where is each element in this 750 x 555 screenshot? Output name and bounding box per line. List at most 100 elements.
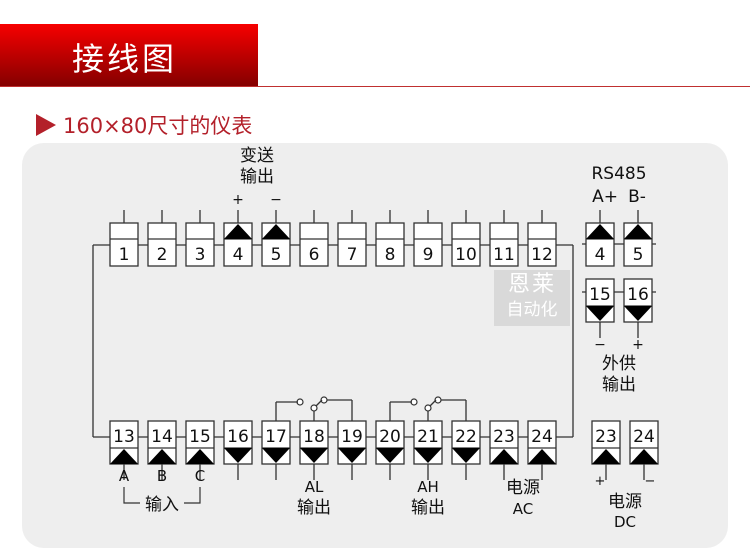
- terminal-number: 10: [455, 245, 477, 265]
- input-bracket: [123, 487, 201, 504]
- terminal: 6: [299, 222, 329, 267]
- arrow-down-icon: [300, 448, 328, 463]
- rs485-a-label: A+: [592, 187, 618, 207]
- terminal: 8: [375, 222, 405, 267]
- terminal: 17: [261, 420, 291, 465]
- aux-plus: +: [632, 337, 644, 353]
- terminal-number: 5: [633, 245, 644, 265]
- terminal-number: 2: [157, 245, 168, 265]
- terminal-number: 21: [417, 427, 439, 447]
- arrow-up-icon: [490, 449, 518, 464]
- terminal: 4: [223, 222, 253, 267]
- terminal: 16: [623, 278, 653, 323]
- terminal: 13: [109, 420, 139, 465]
- arrow-down-icon: [452, 448, 480, 463]
- terminal-number: 12: [531, 245, 553, 265]
- ah-relay: [410, 396, 442, 412]
- terminal-number: 7: [347, 245, 358, 265]
- terminal: 5: [623, 222, 653, 267]
- terminal: 19: [337, 420, 367, 465]
- terminal: 14: [147, 420, 177, 465]
- terminal-number: 17: [265, 427, 287, 447]
- terminal-box: [337, 222, 367, 267]
- arrow-up-icon: [110, 449, 138, 464]
- arrow-up-icon: [586, 224, 614, 239]
- transmit-label-l1: 变送: [240, 146, 274, 166]
- terminal-number: 16: [627, 285, 649, 305]
- dc-label: DC: [614, 513, 636, 531]
- terminal-number: 20: [379, 427, 401, 447]
- diagram-panel: [22, 143, 728, 548]
- terminal: 3: [185, 222, 215, 267]
- subtitle-text: 160×80尺寸的仪表: [63, 114, 253, 138]
- arrow-down-icon: [338, 448, 366, 463]
- aux-label-l2: 输出: [602, 375, 636, 395]
- relay-switch: [429, 399, 437, 407]
- subtitle: 160×80尺寸的仪表: [36, 110, 252, 140]
- triangle-bullet-icon: [36, 114, 56, 136]
- terminal-number: 19: [341, 427, 363, 447]
- terminal: 22: [451, 420, 481, 465]
- terminal-number: 24: [531, 427, 553, 447]
- input-a-label: A: [119, 467, 130, 485]
- arrow-down-icon: [224, 448, 252, 463]
- transmit-plus: +: [232, 192, 244, 208]
- arrow-up-icon: [148, 449, 176, 464]
- terminal: 2: [147, 222, 177, 267]
- arrow-up-icon: [528, 449, 556, 464]
- terminal-number: 4: [595, 245, 606, 265]
- arrow-up-icon: [224, 224, 252, 239]
- terminal-number: 22: [455, 427, 477, 447]
- terminal-number: 1: [119, 245, 130, 265]
- dc-power-label: 电源: [608, 492, 642, 512]
- al-relay: [296, 396, 328, 412]
- terminal: 20: [375, 420, 405, 465]
- transmit-label-l2: 输出: [240, 167, 274, 187]
- terminal-box: [489, 222, 519, 267]
- terminal-box: [451, 222, 481, 267]
- terminal: 21: [413, 420, 443, 465]
- watermark-line1: 恩莱: [507, 272, 556, 297]
- input-label: 输入: [145, 495, 179, 515]
- terminal-number: 24: [633, 427, 655, 447]
- arrow-up-icon: [624, 224, 652, 239]
- ac-power-label: 电源: [506, 478, 540, 498]
- terminal-number: 5: [271, 245, 282, 265]
- terminal: 1: [109, 222, 139, 267]
- terminal: 9: [413, 222, 443, 267]
- input-b-label: B: [157, 467, 167, 485]
- terminal: 7: [337, 222, 367, 267]
- watermark-line2: 自动化: [506, 300, 558, 320]
- terminal-number: 15: [189, 427, 211, 447]
- terminal: 15: [585, 278, 615, 323]
- input-c-label: C: [195, 467, 205, 485]
- rs485-b-label: B-: [628, 187, 646, 207]
- arrow-down-icon: [262, 448, 290, 463]
- terminal-number: 23: [595, 427, 617, 447]
- aux-label-l1: 外供: [602, 354, 636, 374]
- arrow-up-icon: [630, 449, 658, 464]
- header-divider: [0, 86, 750, 87]
- terminal-box: [147, 222, 177, 267]
- terminal: 24: [629, 420, 659, 465]
- aux-minus: −: [594, 337, 606, 353]
- transmit-minus: −: [270, 192, 282, 208]
- terminal: 23: [489, 420, 519, 465]
- watermark: 恩莱 自动化: [494, 270, 570, 326]
- terminal: 11: [489, 222, 519, 267]
- arrow-down-icon: [414, 448, 442, 463]
- terminal: 10: [451, 222, 481, 267]
- terminal-number: 11: [493, 245, 515, 265]
- arrow-up-icon: [592, 449, 620, 464]
- arrow-up-icon: [186, 449, 214, 464]
- terminal: 18: [299, 420, 329, 465]
- terminal-number: 16: [227, 427, 249, 447]
- terminal-number: 15: [589, 285, 611, 305]
- relay-switch: [315, 399, 323, 407]
- al-output-label: 输出: [297, 498, 331, 518]
- ah-label: AH: [417, 478, 439, 496]
- terminal-box: [185, 222, 215, 267]
- terminal-number: 6: [309, 245, 320, 265]
- terminal: 5: [261, 222, 291, 267]
- terminal: 12: [527, 222, 557, 267]
